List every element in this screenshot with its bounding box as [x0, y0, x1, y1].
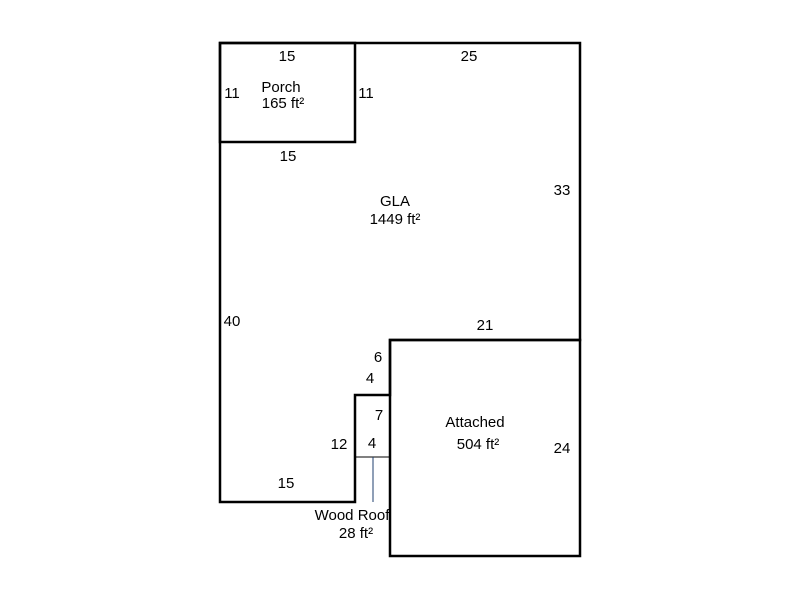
dim-gla-left: 40 — [224, 313, 241, 330]
porch-label: Porch — [261, 79, 300, 96]
dim-attached-top: 21 — [477, 317, 494, 334]
dim-wood-4: 4 — [368, 435, 376, 452]
dim-wood-7: 7 — [375, 407, 383, 424]
porch-area: 165 ft² — [262, 95, 305, 112]
wood-roof-label: Wood Roof — [315, 507, 391, 524]
dim-attached-right: 24 — [554, 440, 571, 457]
dim-gla-top: 25 — [461, 48, 478, 65]
dim-notch-4: 4 — [366, 370, 374, 387]
dim-porch-right: 11 — [358, 85, 374, 102]
porch-outline — [218, 41, 357, 144]
attached-area: 504 ft² — [457, 436, 500, 453]
dim-porch-left: 11 — [224, 85, 240, 102]
attached-label: Attached — [445, 414, 504, 431]
dim-gla-right: 33 — [554, 182, 571, 199]
dim-porch-bottom: 15 — [280, 148, 297, 165]
dim-notch-12: 12 — [331, 436, 348, 453]
gla-area: 1449 ft² — [370, 211, 421, 228]
dim-gla-bottom: 15 — [278, 475, 295, 492]
dim-notch-6: 6 — [374, 349, 382, 366]
wood-roof-area: 28 ft² — [339, 525, 373, 542]
attached-outline — [388, 338, 582, 558]
gla-label: GLA — [380, 193, 410, 210]
dim-porch-top: 15 — [279, 48, 296, 65]
